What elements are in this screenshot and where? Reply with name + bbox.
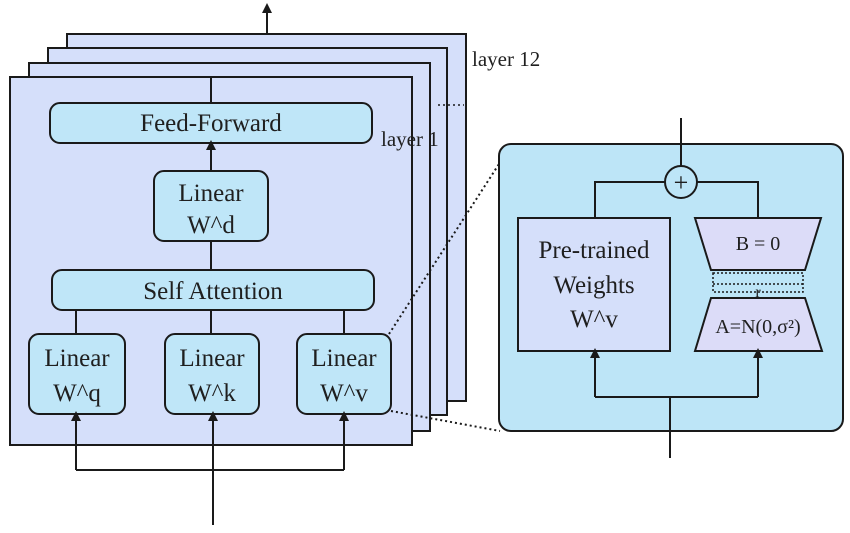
lora-rank-box bbox=[712, 272, 804, 293]
linear-wv-label-1: Linear bbox=[311, 345, 377, 372]
lora-a-label: A=N(0,σ²) bbox=[715, 316, 800, 338]
pretrained-label-2: Weights bbox=[553, 272, 634, 299]
linear-wd-label-1: Linear bbox=[178, 180, 244, 207]
sum-symbol: + bbox=[674, 168, 689, 197]
pretrained-label-1: Pre-trained bbox=[538, 237, 650, 264]
linear-wq-label-2: W^q bbox=[53, 380, 101, 407]
lora-b-label: B = 0 bbox=[736, 233, 781, 255]
lora-rank-label: r bbox=[755, 284, 761, 301]
feed-forward-block: Feed-Forward bbox=[49, 102, 373, 144]
layer-1-label: layer 1 bbox=[381, 127, 439, 151]
linear-wk-block: Linear W^k bbox=[164, 333, 260, 415]
sum-node: + bbox=[664, 165, 698, 199]
pretrained-to-sum bbox=[594, 181, 665, 218]
linear-wk-label-1: Linear bbox=[179, 345, 245, 372]
linear-wd-block: Linear W^d bbox=[153, 170, 269, 242]
feed-forward-label: Feed-Forward bbox=[140, 110, 282, 137]
linear-wv-label-2: W^v bbox=[320, 380, 368, 407]
pretrained-weights-block: Pre-trained Weights W^v bbox=[517, 217, 671, 352]
linear-wq-block: Linear W^q bbox=[28, 333, 126, 415]
layer-12-label: layer 12 bbox=[472, 47, 540, 71]
linear-wv-block: Linear W^v bbox=[296, 333, 392, 415]
lora-b-matrix: B = 0 bbox=[693, 217, 823, 271]
self-attention-block: Self Attention bbox=[51, 269, 375, 311]
linear-wd-label-2: W^d bbox=[187, 212, 235, 239]
self-attention-label: Self Attention bbox=[143, 278, 283, 305]
linear-wq-label-1: Linear bbox=[44, 345, 110, 372]
lora-a-matrix: A=N(0,σ²) bbox=[693, 297, 824, 352]
linear-wk-label-2: W^k bbox=[188, 380, 236, 407]
pretrained-label-3: W^v bbox=[570, 306, 618, 333]
zoom-line-bottom bbox=[390, 410, 501, 432]
lora-to-sum bbox=[697, 181, 759, 218]
zoom-line-top bbox=[388, 163, 500, 335]
